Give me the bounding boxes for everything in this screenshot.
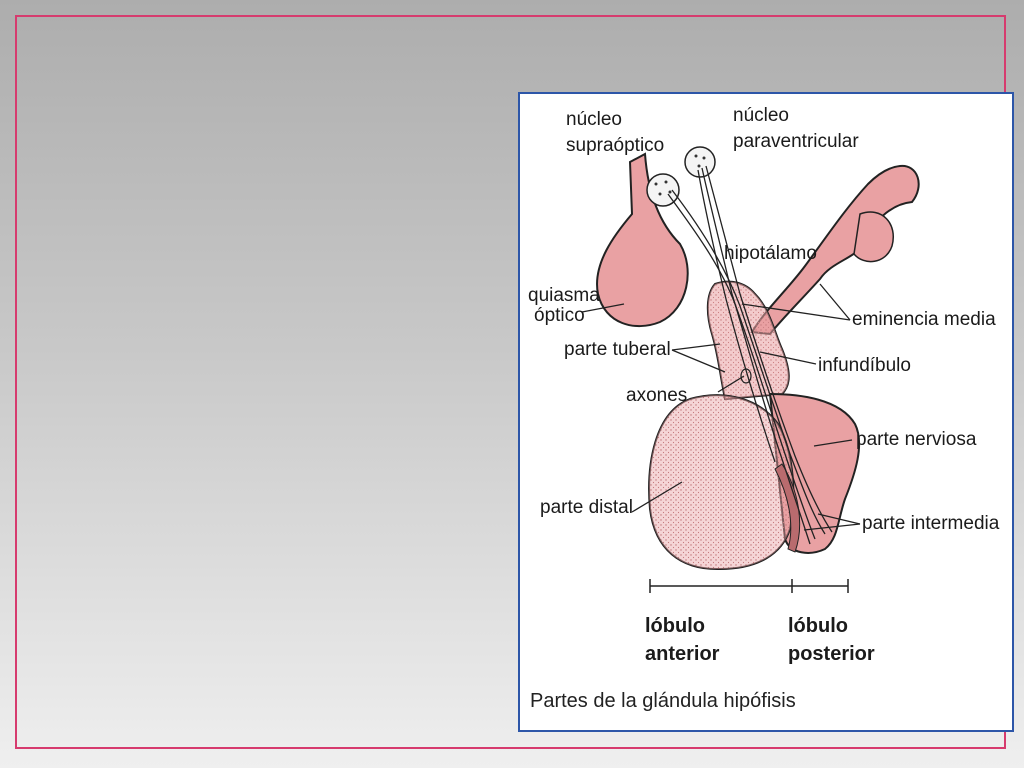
label-parte-nerviosa: parte nerviosa xyxy=(856,429,977,450)
pituitary-figure: núcleo supraóptico núcleo paraventricula… xyxy=(518,92,1014,732)
eminence-lobe xyxy=(853,211,894,263)
label-infundibulo: infundíbulo xyxy=(818,355,911,376)
label-hipotalamo: hipotálamo xyxy=(724,243,817,264)
supraoptic-nucleus xyxy=(646,173,680,207)
label-nucleo-supraoptico-2: supraóptico xyxy=(566,135,665,156)
figure-caption: Partes de la glándula hipófisis xyxy=(530,690,796,712)
label-lobulo-posterior-2: posterior xyxy=(788,643,875,665)
axon-bundle xyxy=(667,165,833,545)
leader-lines xyxy=(581,283,861,531)
label-parte-distal: parte distal xyxy=(540,497,633,518)
axon-marker xyxy=(740,368,752,384)
distalis-tint xyxy=(649,395,794,570)
nucleus-dots xyxy=(654,154,706,196)
lobe-range-bars xyxy=(649,579,849,593)
pars-distalis xyxy=(648,394,795,571)
label-quiasma-optico-2: óptico xyxy=(534,305,585,326)
pituitary-diagram xyxy=(581,146,920,593)
label-lobulo-anterior-2: anterior xyxy=(645,643,720,665)
label-quiasma-optico-1: quiasma xyxy=(528,285,600,306)
label-nucleo-paraventricular-2: paraventricular xyxy=(733,131,859,152)
label-lobulo-anterior-1: lóbulo xyxy=(645,615,705,637)
pars-intermedia xyxy=(774,463,801,553)
label-axones: axones xyxy=(626,385,688,406)
label-parte-intermedia: parte intermedia xyxy=(862,513,1000,534)
label-nucleo-paraventricular-1: núcleo xyxy=(733,105,789,126)
label-parte-tuberal: parte tuberal xyxy=(564,339,671,360)
median-eminence xyxy=(750,164,920,336)
label-lobulo-posterior-1: lóbulo xyxy=(788,615,848,637)
label-nucleo-supraoptico-1: núcleo xyxy=(566,109,622,130)
label-eminencia-media: eminencia media xyxy=(852,309,996,330)
optic-chiasm xyxy=(596,152,689,328)
paraventricular-nucleus xyxy=(684,146,716,178)
